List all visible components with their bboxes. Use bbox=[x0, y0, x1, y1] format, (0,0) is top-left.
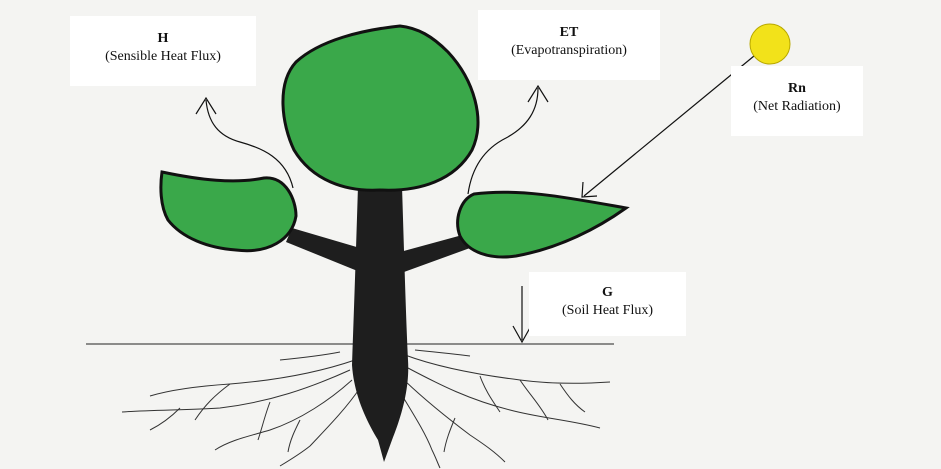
g-symbol: G bbox=[529, 284, 686, 302]
plant-stem bbox=[352, 186, 408, 462]
evapotranspiration-label: ET (Evapotranspiration) bbox=[478, 10, 660, 80]
h-flux-arrow bbox=[206, 100, 293, 188]
rn-arrowhead-icon bbox=[582, 182, 597, 197]
g-description: (Soil Heat Flux) bbox=[529, 302, 686, 320]
h-description: (Sensible Heat Flux) bbox=[70, 48, 256, 66]
rn-symbol: Rn bbox=[731, 80, 863, 98]
et-description: (Evapotranspiration) bbox=[478, 42, 660, 60]
right-branch bbox=[400, 234, 470, 272]
top-leaf bbox=[283, 26, 478, 190]
et-flux-arrow bbox=[468, 88, 538, 194]
h-symbol: H bbox=[70, 30, 256, 48]
net-radiation-label: Rn (Net Radiation) bbox=[731, 66, 863, 136]
rn-description: (Net Radiation) bbox=[731, 98, 863, 116]
soil-heat-flux-label: G (Soil Heat Flux) bbox=[529, 272, 686, 336]
et-symbol: ET bbox=[478, 24, 660, 42]
left-leaf bbox=[161, 172, 296, 251]
sun-icon bbox=[750, 24, 790, 64]
sensible-heat-flux-label: H (Sensible Heat Flux) bbox=[70, 16, 256, 86]
left-branch bbox=[286, 228, 360, 272]
right-leaf bbox=[458, 192, 626, 257]
